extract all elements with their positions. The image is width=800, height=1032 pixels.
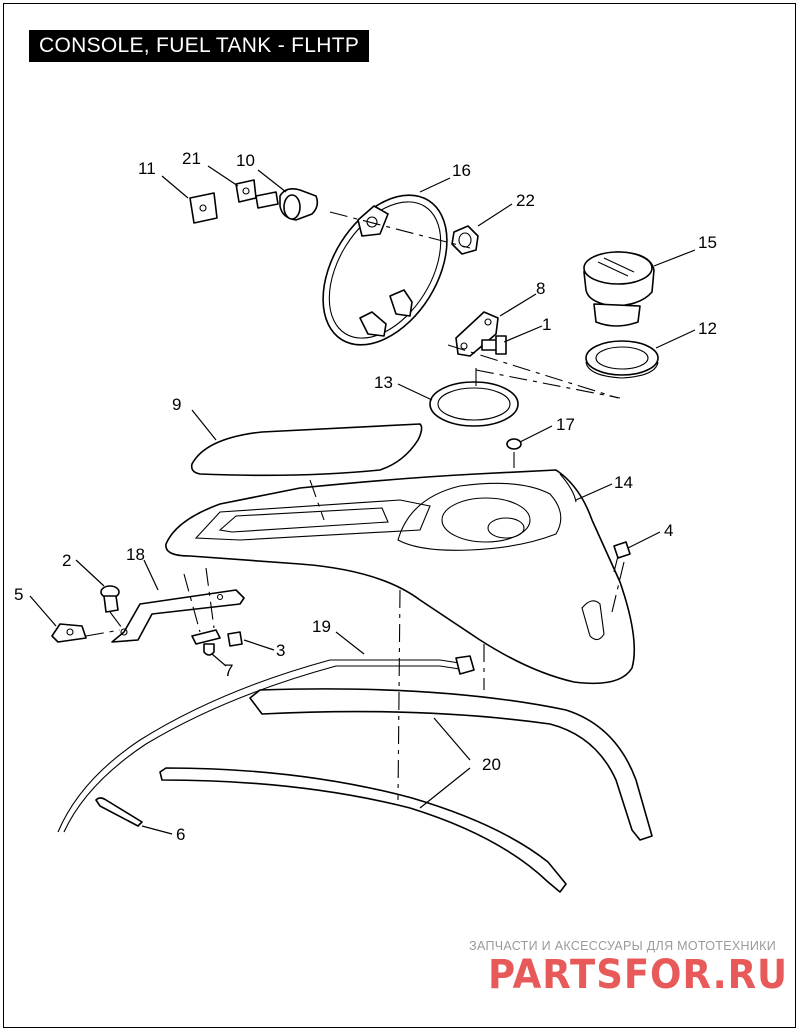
part-15-fuel-cap: [583, 251, 655, 327]
part-20-trim-lower: [159, 767, 567, 893]
part-20-trim-upper: [249, 688, 653, 841]
callout-1: 1: [542, 315, 551, 334]
diagram-border: [3, 3, 796, 1028]
part-4-screw: [613, 541, 631, 573]
part-19-hose: [57, 655, 475, 833]
callout-20: 20: [482, 755, 501, 774]
part-16-faceplate: [322, 194, 448, 346]
part-2-bolt: [100, 585, 120, 613]
callout-21: 21: [182, 149, 201, 168]
center-lines: [85, 211, 625, 801]
callout-8: 8: [536, 279, 545, 298]
callout-7: 7: [224, 661, 233, 680]
leader-lines: [29, 165, 696, 835]
callout-5: 5: [14, 585, 23, 604]
callout-14: 14: [614, 473, 633, 492]
part-18-bracket: [111, 589, 245, 643]
part-11-plate: [189, 192, 218, 224]
page-title: CONSOLE, FUEL TANK - FLHTP: [29, 30, 370, 62]
part-14-console: [165, 469, 636, 685]
part-17-plug: [506, 438, 522, 450]
watermark: ЗАПЧАСТИ И АКСЕССУАРЫ ДЛЯ МОТОТЕХНИКИ PA…: [469, 939, 788, 998]
callout-16: 16: [452, 161, 471, 180]
callout-13: 13: [374, 373, 393, 392]
watermark-subtitle: ЗАПЧАСТИ И АКСЕССУАРЫ ДЛЯ МОТОТЕХНИКИ: [469, 939, 776, 953]
part-6-strap: [95, 797, 143, 827]
part-5-clip: [51, 623, 87, 643]
part-9-pad: [190, 423, 423, 477]
part-13-ring: [429, 381, 519, 427]
callout-3: 3: [276, 641, 285, 660]
callout-17: 17: [556, 415, 575, 434]
callout-18: 18: [126, 545, 145, 564]
part-8-bracket: [455, 311, 499, 357]
callout-4: 4: [664, 521, 673, 540]
part-21-clip: [235, 179, 257, 203]
callout-2: 2: [62, 551, 71, 570]
callout-15: 15: [698, 233, 717, 252]
watermark-logo: PARTSFOR.RU: [488, 952, 788, 998]
callout-12: 12: [698, 319, 717, 338]
callout-22: 22: [516, 191, 535, 210]
part-22-nut: [451, 225, 479, 255]
part-1-screw: [481, 335, 507, 355]
callout-labels: 1 2 3 4 5 6 7 8 9 10 11 12 13 14 15 16 1…: [14, 149, 717, 844]
callout-11: 11: [138, 159, 156, 178]
part-7-clip: [191, 629, 221, 656]
callout-19: 19: [312, 617, 331, 636]
callout-6: 6: [176, 825, 185, 844]
part-3-screw: [227, 631, 243, 647]
callout-10: 10: [236, 151, 255, 170]
part-10-switch: [255, 188, 319, 221]
callout-9: 9: [172, 395, 181, 414]
part-12-gasket: [585, 340, 659, 379]
